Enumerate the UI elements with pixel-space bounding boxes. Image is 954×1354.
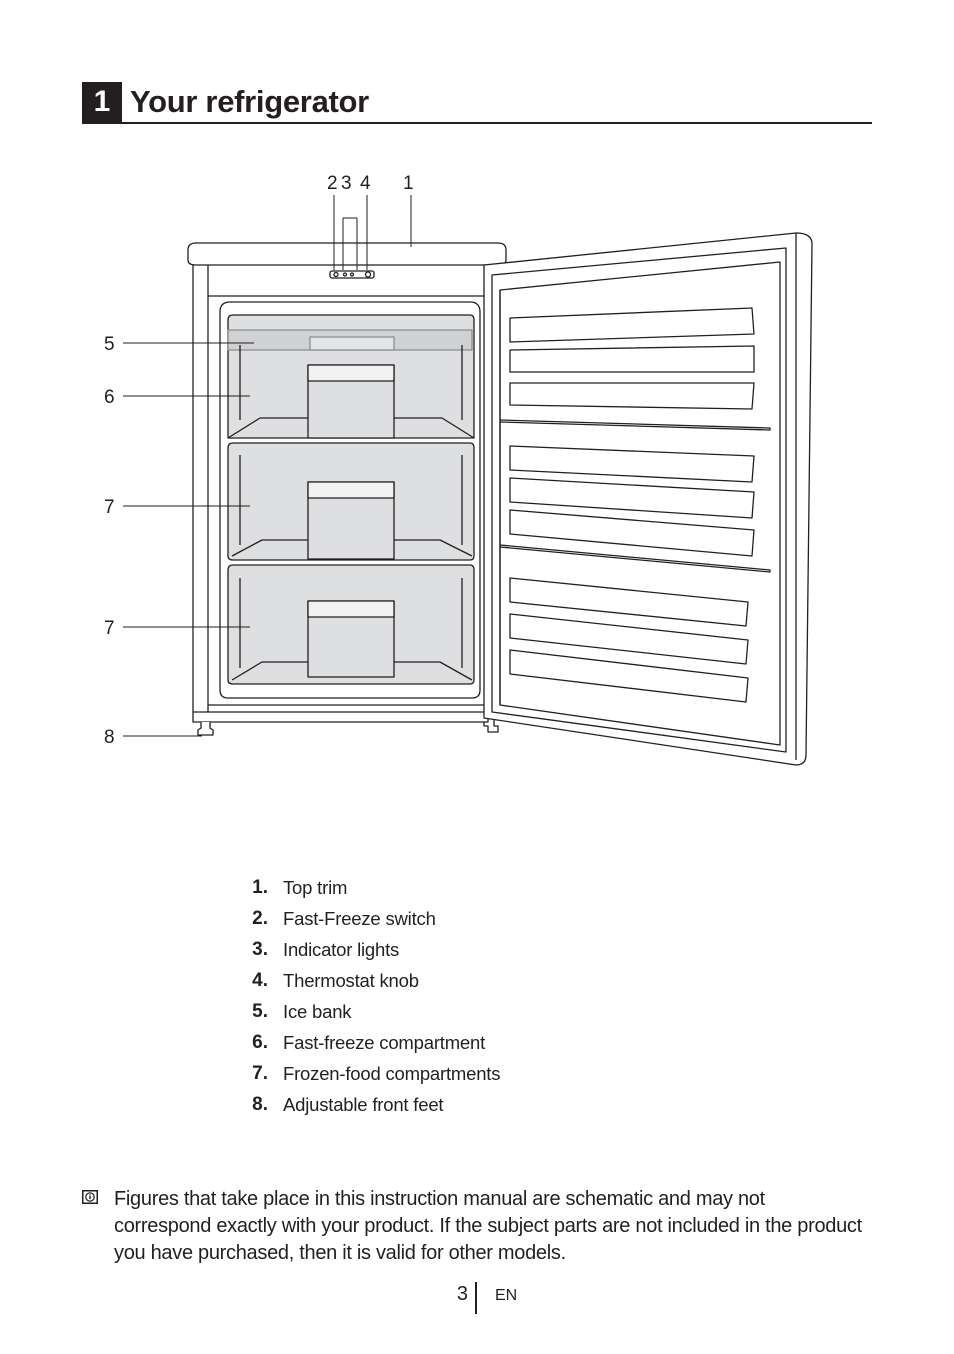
legend-number: 2.: [252, 907, 268, 929]
callout-1: 1: [403, 173, 414, 194]
legend-label: Indicator lights: [283, 938, 400, 960]
language-code: EN: [495, 1287, 518, 1304]
page-footer: 3 EN: [440, 1282, 560, 1314]
info-icon: [82, 1190, 98, 1204]
refrigerator-diagram: 2 3 4 1 5 6 7 7 8: [104, 173, 813, 766]
legend-item: 5. Ice bank: [230, 996, 650, 1027]
legend-label: Adjustable front feet: [283, 1093, 444, 1115]
legend-item: 2. Fast-Freeze switch: [230, 903, 650, 934]
legend-number: 8.: [252, 1093, 268, 1115]
legend-item: 7. Frozen-food compartments: [230, 1058, 650, 1089]
legend-label: Fast-freeze compartment: [283, 1031, 486, 1053]
callout-7b: 7: [104, 618, 115, 639]
legend-number: 1.: [252, 876, 268, 898]
legend-number: 4.: [252, 969, 268, 991]
section-number: 1: [82, 82, 122, 122]
legend-number: 5.: [252, 1000, 268, 1022]
legend-number: 7.: [252, 1062, 268, 1084]
legend-item: 6. Fast-freeze compartment: [230, 1027, 650, 1058]
legend-label: Ice bank: [283, 1000, 352, 1022]
legend-item: 4. Thermostat knob: [230, 965, 650, 996]
legend-number: 6.: [252, 1031, 268, 1053]
callout-8: 8: [104, 727, 115, 748]
note-text: Figures that take place in this instruct…: [114, 1188, 862, 1264]
page-title: Your refrigerator: [130, 84, 369, 119]
callout-7a: 7: [104, 497, 115, 518]
page-number: 3: [456, 1283, 468, 1305]
legend-label: Thermostat knob: [283, 969, 419, 991]
callout-3: 3: [341, 173, 352, 194]
legend-label: Frozen-food compartments: [283, 1062, 501, 1084]
callout-2: 2: [327, 173, 338, 194]
legend-number: 3.: [252, 938, 268, 960]
callout-6: 6: [104, 387, 115, 408]
section-header: 1 Your refrigerator: [82, 82, 872, 124]
legend-label: Fast-Freeze switch: [283, 907, 436, 929]
legend-item: 1. Top trim: [230, 872, 650, 903]
legend-item: 3. Indicator lights: [230, 934, 650, 965]
parts-legend: 1. Top trim 2. Fast-Freeze switch 3. Ind…: [230, 872, 650, 1120]
callout-4: 4: [360, 173, 371, 194]
callout-5: 5: [104, 334, 115, 355]
legend-label: Top trim: [283, 876, 348, 898]
footer-divider: [475, 1282, 477, 1314]
legend-item: 8. Adjustable front feet: [230, 1089, 650, 1120]
